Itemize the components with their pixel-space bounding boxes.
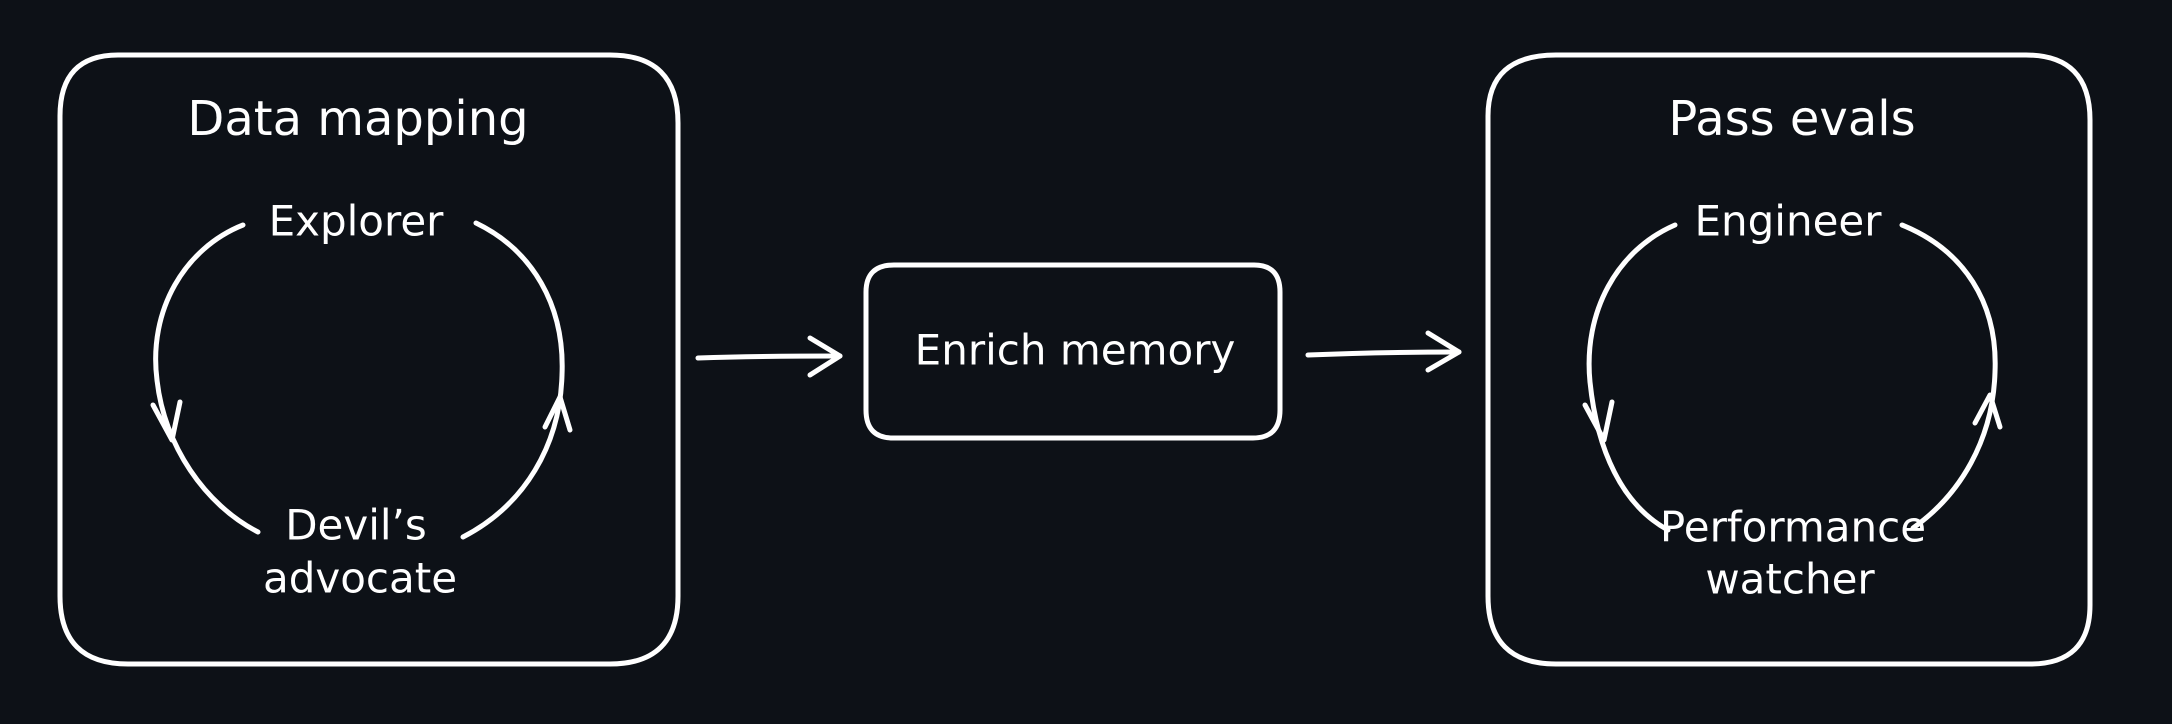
arrow-memory-to-evals (1305, 330, 1462, 373)
arrow-right-icon (1425, 330, 1462, 373)
engineer-to-watcher-arrowhead-icon (1582, 399, 1615, 443)
performance-watcher-label-line2: watcher (1705, 555, 1875, 604)
data-mapping-box-border (57, 52, 681, 667)
pass-evals-box-border (1485, 52, 2093, 667)
data-mapping-box: Data mapping Explorer Devil’s advocate (57, 52, 681, 667)
arrow-mapping-to-memory (695, 335, 843, 378)
devils-advocate-label-line1: Devil’s (285, 501, 427, 550)
watcher-to-engineer-arc (1899, 222, 1998, 531)
pass-evals-box: Pass evals Engineer Performance watcher (1485, 52, 2093, 667)
explorer-label: Explorer (269, 197, 445, 246)
explorer-to-advocate-arrowhead-icon (150, 399, 183, 443)
pass-evals-title: Pass evals (1668, 91, 1915, 147)
performance-watcher-label-line1: Performance (1660, 503, 1926, 552)
devils-advocate-label-line2: advocate (263, 554, 457, 603)
explorer-to-advocate-arc (153, 222, 261, 535)
advocate-to-explorer-arrowhead-icon (542, 394, 573, 433)
engineer-to-watcher-arc (1586, 222, 1678, 533)
arrow-right-icon (807, 335, 843, 378)
arrow-shaft (1305, 349, 1462, 358)
enrich-memory-box: Enrich memory (863, 262, 1283, 441)
arrow-shaft (695, 353, 843, 361)
enrich-memory-box-border (863, 262, 1283, 441)
engineer-label: Engineer (1694, 197, 1882, 246)
data-mapping-title: Data mapping (187, 91, 528, 147)
watcher-to-engineer-arrowhead-icon (1972, 392, 2003, 430)
advocate-to-explorer-arc (460, 220, 565, 540)
enrich-memory-title: Enrich memory (915, 326, 1236, 375)
